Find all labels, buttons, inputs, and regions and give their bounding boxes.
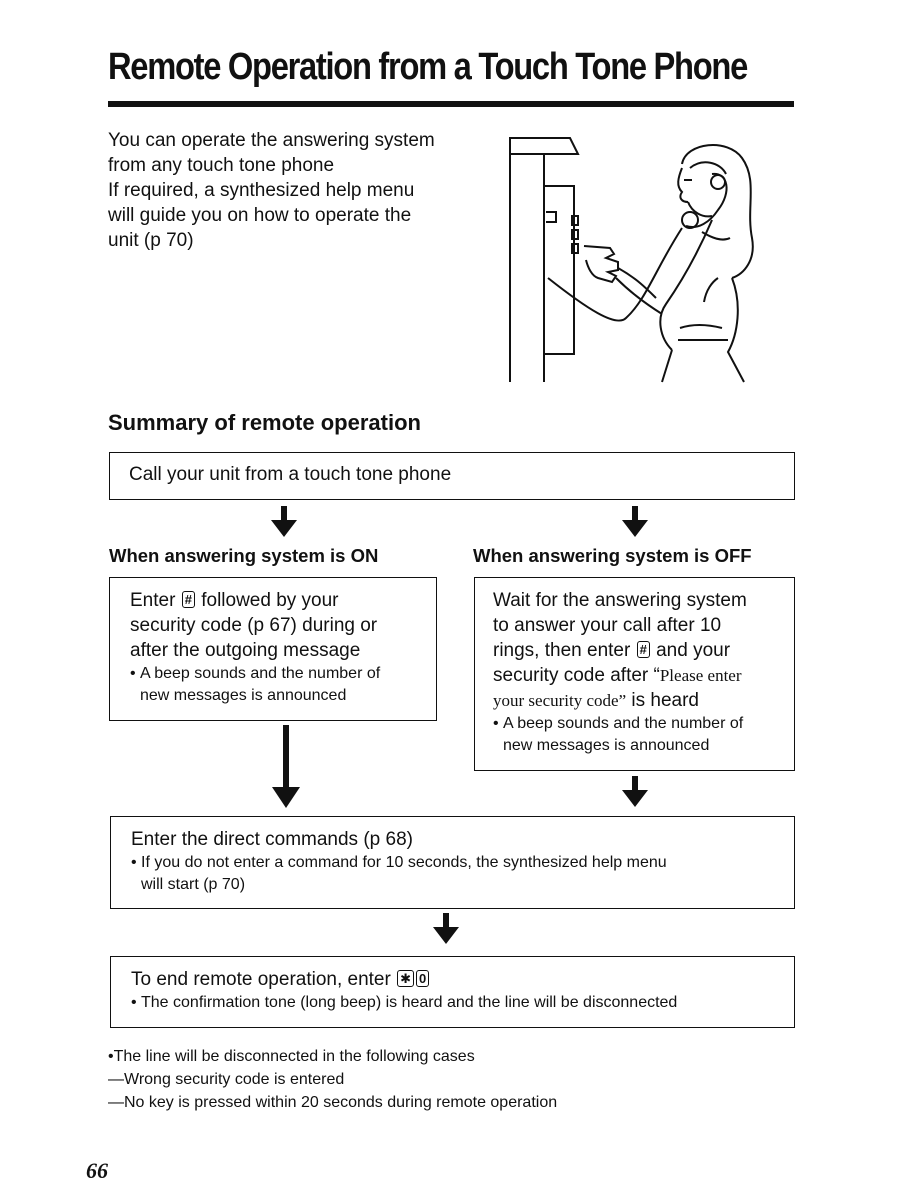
prompt-quote: Please enter [659, 666, 742, 685]
intro-line: from any touch tone phone [108, 155, 335, 176]
intro-line: If required, a synthesized help menu [108, 180, 415, 201]
page-number: 66 [86, 1158, 108, 1183]
prompt-quote: your security code” [493, 691, 627, 710]
zero-key-icon: 0 [416, 970, 430, 987]
woman-on-payphone-illustration [509, 137, 754, 383]
intro-paragraph: You can operate the answering system fro… [108, 128, 488, 253]
down-arrow-icon [622, 506, 648, 537]
end-text: To end remote operation, enter [131, 969, 391, 990]
intro-line: You can operate the answering system [108, 130, 435, 151]
on-text-pre: Enter [130, 590, 176, 611]
off-text-line: is heard [626, 690, 699, 711]
on-text-line: followed by your [201, 590, 339, 611]
down-arrow-icon [272, 725, 300, 808]
off-text-line: to answer your call after 10 [493, 615, 722, 636]
direct-note-line: If you do not enter a command for 10 sec… [141, 854, 667, 871]
off-text-line: and your [656, 640, 731, 661]
off-instructions-text: Wait for the answering system to answer … [493, 588, 794, 713]
direct-note-line: will start (p 70) [141, 876, 246, 893]
down-arrow-icon [433, 913, 459, 944]
off-text-line: security code after “ [493, 665, 660, 686]
page-title: Remote Operation from a Touch Tone Phone [108, 46, 748, 88]
on-column-heading: When answering system is ON [109, 545, 379, 566]
off-instructions-box: Wait for the answering system to answer … [474, 577, 795, 771]
on-instructions-box: Enter # followed by your security code (… [109, 577, 437, 721]
off-note-line: A beep sounds and the number of [503, 715, 744, 732]
footer-line: •The line will be disconnected in the fo… [108, 1048, 475, 1065]
end-operation-text: To end remote operation, enter ✱0 [131, 967, 794, 992]
end-note: •The confirmation tone (long beep) is he… [131, 994, 678, 1011]
off-column-heading: When answering system is OFF [473, 545, 752, 566]
on-text-line: after the outgoing message [130, 640, 361, 661]
pound-key-icon: # [181, 591, 195, 608]
direct-commands-box: Enter the direct commands (p 68) •If you… [110, 816, 795, 909]
off-text-line: Wait for the answering system [493, 590, 747, 611]
off-note-line: new messages is announced [503, 737, 710, 754]
disconnect-notes: •The line will be disconnected in the fo… [108, 1045, 557, 1114]
call-unit-box: Call your unit from a touch tone phone [109, 452, 795, 500]
off-note: •A beep sounds and the number of new mes… [493, 713, 794, 757]
section-heading: Summary of remote operation [108, 410, 421, 435]
on-note-line: A beep sounds and the number of [140, 665, 381, 682]
on-instructions-text: Enter # followed by your security code (… [130, 588, 436, 663]
intro-line: unit (p 70) [108, 230, 194, 251]
down-arrow-icon [622, 776, 648, 807]
pound-key-icon: # [636, 641, 650, 658]
on-text-line: security code (p 67) during or [130, 615, 378, 636]
end-operation-box: To end remote operation, enter ✱0 •The c… [110, 956, 795, 1028]
direct-commands-note: •If you do not enter a command for 10 se… [131, 852, 794, 896]
on-note: •A beep sounds and the number of new mes… [130, 663, 436, 707]
footer-line: —No key is pressed within 20 seconds dur… [108, 1094, 558, 1111]
title-rule [108, 101, 794, 107]
intro-line: will guide you on how to operate the [108, 205, 412, 226]
down-arrow-icon [271, 506, 297, 537]
star-key-icon: ✱ [397, 970, 415, 987]
call-unit-text: Call your unit from a touch tone phone [129, 464, 452, 485]
footer-line: —Wrong security code is entered [108, 1071, 345, 1088]
direct-commands-text: Enter the direct commands (p 68) [131, 829, 413, 850]
on-note-line: new messages is announced [140, 687, 347, 704]
off-text-line: rings, then enter [493, 640, 631, 661]
end-note-text: The confirmation tone (long beep) is hea… [141, 994, 678, 1011]
